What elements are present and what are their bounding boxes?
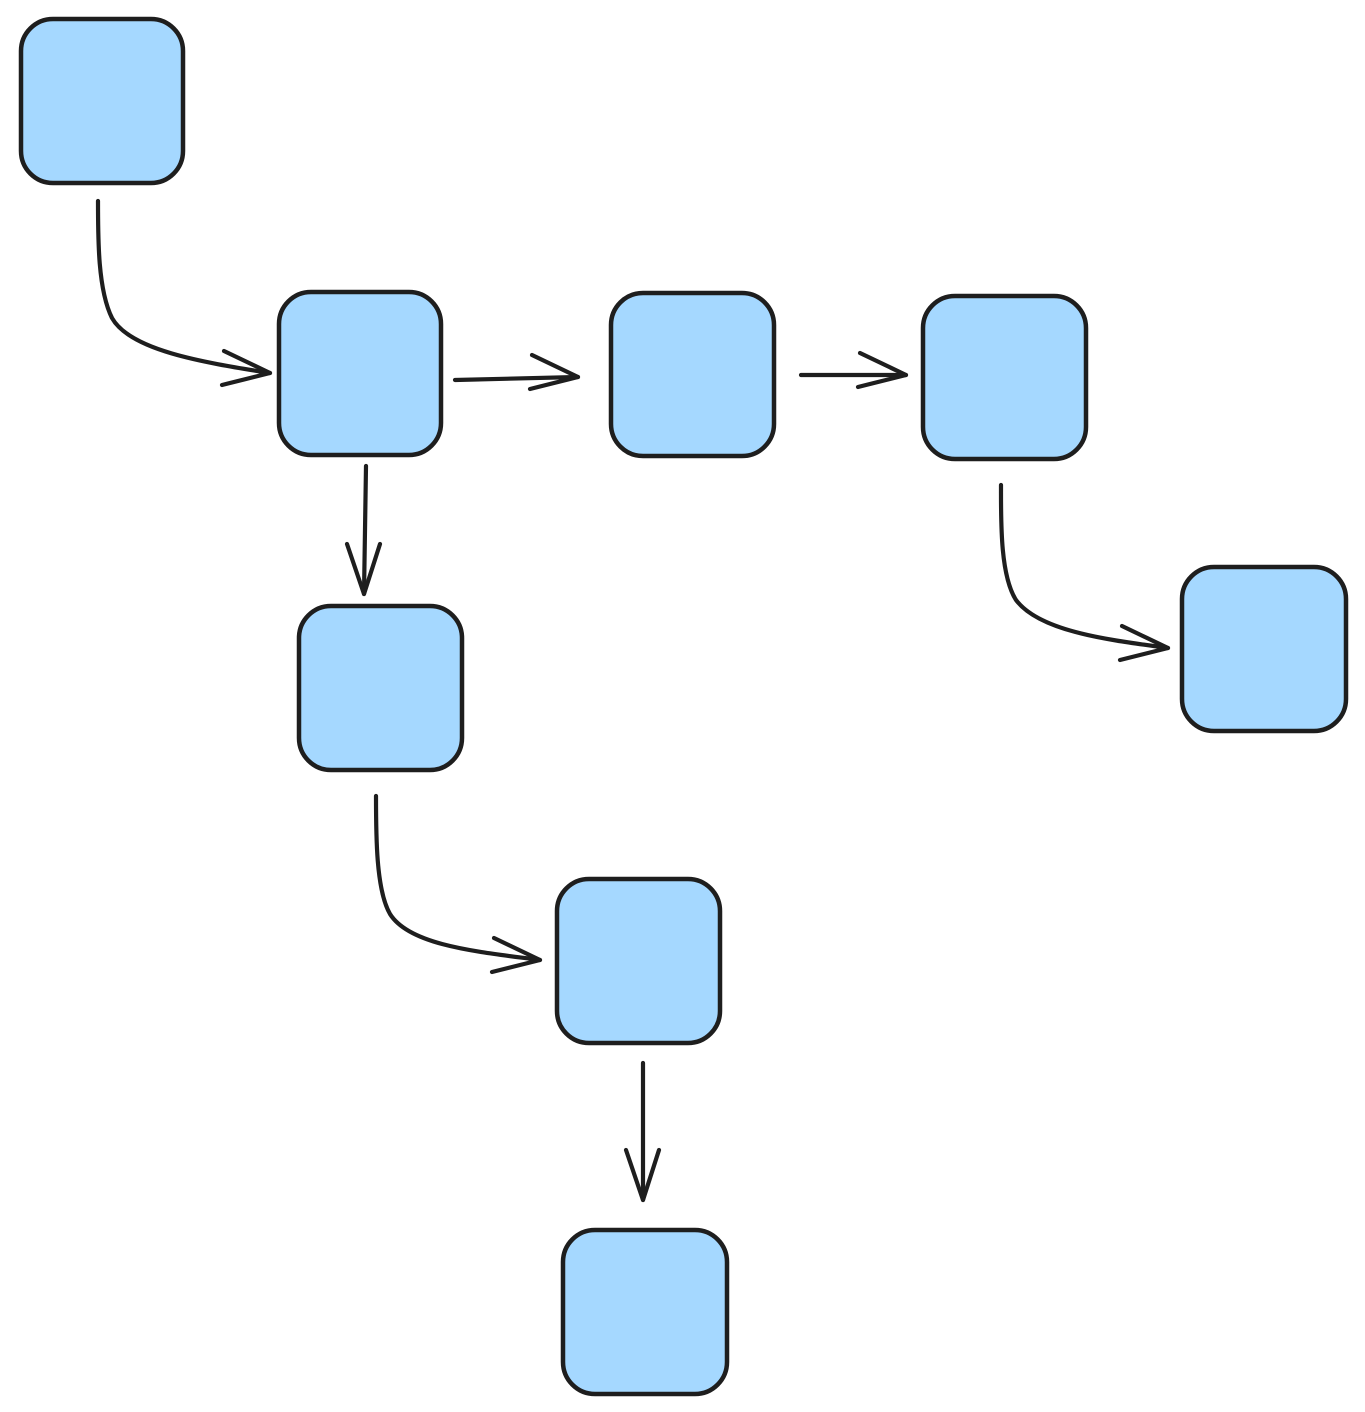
- nodes-layer: [18, 16, 1349, 1397]
- node-n3[interactable]: [608, 290, 777, 459]
- node-box: [554, 876, 723, 1046]
- arrowhead: [344, 541, 383, 597]
- node-n2[interactable]: [276, 289, 444, 458]
- arrowhead: [623, 1147, 662, 1203]
- edge-n4-to-n6: [998, 482, 1171, 663]
- arrowhead: [855, 350, 909, 390]
- arrowhead: [489, 935, 543, 975]
- edge-line: [452, 374, 581, 383]
- node-box: [560, 1227, 730, 1397]
- arrowhead: [527, 352, 581, 392]
- node-n1[interactable]: [18, 16, 186, 186]
- edge-n2-to-n3: [452, 352, 581, 392]
- edge-line: [998, 482, 1171, 651]
- edge-n2-to-n5: [344, 463, 383, 597]
- edge-line: [95, 198, 273, 376]
- edge-n1-to-n2: [95, 198, 273, 388]
- edge-line: [373, 793, 543, 963]
- node-box: [920, 293, 1089, 462]
- edge-line: [361, 463, 369, 597]
- node-box: [1179, 564, 1349, 734]
- node-n7[interactable]: [554, 876, 723, 1046]
- node-n6[interactable]: [1179, 564, 1349, 734]
- edge-n5-to-n7: [373, 793, 543, 975]
- edges-layer: [95, 198, 1171, 1203]
- arrowhead: [219, 348, 273, 388]
- edge-n7-to-n8: [623, 1060, 662, 1203]
- node-box: [608, 290, 777, 459]
- node-n4[interactable]: [920, 293, 1089, 462]
- node-n5[interactable]: [296, 603, 465, 773]
- edge-n3-to-n4: [798, 350, 909, 390]
- node-box: [296, 603, 465, 773]
- arrowhead: [1117, 623, 1171, 663]
- node-box: [276, 289, 444, 458]
- node-n8[interactable]: [560, 1227, 730, 1397]
- node-box: [18, 16, 186, 186]
